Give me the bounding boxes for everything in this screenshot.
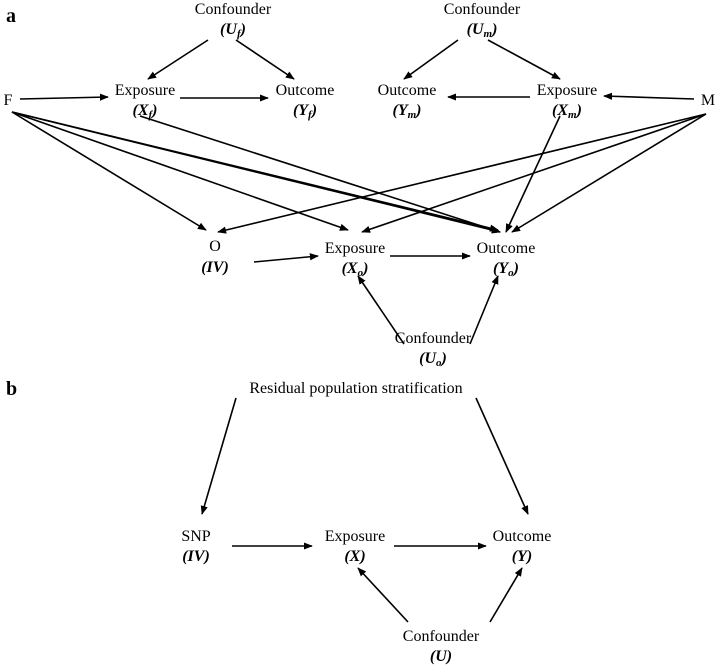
panel-a: a Confounder (	[4, 1, 716, 369]
node-exposure-xo: Exposure (Xo)	[325, 240, 385, 279]
node-symbol: (Yo)	[493, 260, 519, 279]
panel-b-letter: b	[6, 378, 17, 400]
node-label: Exposure	[115, 82, 175, 99]
node-outcome-y: Outcome (Y)	[493, 528, 552, 565]
node-symbol: (Xo)	[342, 260, 369, 279]
panel-b-edges	[200, 397, 529, 623]
node-symbol: (Uf)	[220, 21, 246, 40]
edge-confounder-to-exposure	[357, 567, 409, 623]
node-confounder-uo: Confounder (Uo)	[395, 330, 472, 369]
node-symbol: (IV)	[201, 259, 229, 276]
panel-a-letter: a	[6, 5, 16, 27]
node-symbol: (Xm)	[552, 102, 582, 121]
node-symbol: (Ym)	[393, 102, 422, 121]
edge-strat-to-snp	[200, 397, 237, 515]
edge-uo-to-xo	[357, 275, 405, 345]
node-label: SNP	[181, 528, 210, 545]
node-offspring-iv: O (IV)	[201, 238, 229, 276]
node-stratification: Residual population stratification	[249, 380, 462, 397]
edge-uo-to-yo	[469, 275, 499, 345]
node-exposure-xm: Exposure (Xm)	[537, 82, 597, 121]
edge-o-to-xo	[253, 253, 319, 263]
node-symbol: (IV)	[182, 548, 210, 565]
edge-m-to-yo	[511, 113, 707, 233]
node-confounder-um: Confounder (Um)	[444, 1, 521, 40]
node-symbol: (U)	[430, 648, 452, 665]
panel-b: b Residual population stratification SNP…	[6, 378, 551, 665]
node-label: Outcome	[493, 528, 552, 545]
node-exposure-xf: Exposure (Xf)	[115, 82, 175, 121]
node-label: Confounder	[195, 1, 272, 18]
node-label: Outcome	[378, 82, 437, 99]
edge-uf-to-yf	[235, 39, 295, 80]
node-outcome-yf: Outcome (Yf)	[276, 82, 335, 121]
node-snp-iv: SNP (IV)	[181, 528, 210, 565]
node-outcome-yo: Outcome (Yo)	[477, 240, 536, 279]
node-outcome-ym: Outcome (Ym)	[378, 82, 437, 121]
node-symbol: (Uo)	[419, 350, 447, 369]
edge-f-to-xf	[19, 93, 109, 101]
edge-f-to-yo-2	[11, 111, 501, 234]
node-label: O	[209, 238, 221, 255]
node-label: Confounder	[444, 1, 521, 18]
edge-m-to-o	[217, 113, 707, 234]
edge-m-to-xm	[603, 92, 695, 100]
edge-f-to-o	[11, 111, 207, 231]
node-label: Exposure	[325, 528, 385, 545]
edge-strat-to-outcome	[475, 397, 529, 515]
edge-xf-to-yo	[139, 115, 501, 233]
node-exposure-x: Exposure (X)	[325, 528, 385, 565]
edge-uf-to-xf	[147, 39, 209, 80]
edge-xm-to-yo	[505, 115, 561, 233]
panel-a-edges	[11, 39, 707, 345]
edge-um-to-ym	[403, 39, 459, 80]
node-mother: M	[701, 92, 715, 109]
node-label: Exposure	[537, 82, 597, 99]
node-symbol: (Xf)	[133, 102, 158, 121]
node-symbol: (Yf)	[293, 102, 317, 121]
node-label: Exposure	[325, 240, 385, 257]
node-label: Confounder	[403, 628, 480, 645]
edge-f-to-xo	[11, 111, 349, 231]
node-label: Outcome	[276, 82, 335, 99]
node-symbol: (X)	[344, 548, 365, 565]
node-symbol: (Y)	[512, 548, 532, 565]
edge-confounder-to-outcome	[489, 567, 523, 623]
node-confounder-uf: Confounder (Uf)	[195, 1, 272, 40]
node-label: Confounder	[395, 330, 472, 347]
node-confounder-u: Confounder (U)	[403, 628, 480, 665]
node-symbol: (Um)	[467, 21, 498, 40]
edge-um-to-xm	[487, 39, 561, 80]
node-father: F	[4, 92, 13, 109]
node-label: Outcome	[477, 240, 536, 257]
